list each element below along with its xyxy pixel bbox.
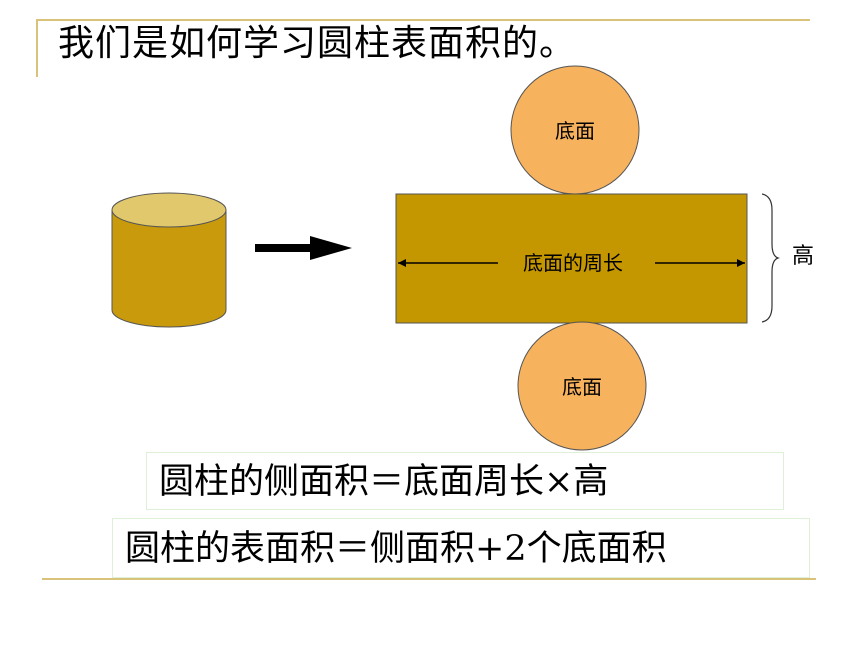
circumference-label: 底面的周长 <box>523 251 623 275</box>
footer-divider <box>42 578 816 580</box>
circumference-right-arrowhead <box>737 259 745 267</box>
arrow-right-icon <box>255 236 352 260</box>
title-underline <box>36 19 810 21</box>
lateral-area-formula: 圆柱的侧面积＝底面周长×高 <box>146 452 784 510</box>
bottom-base-label: 底面 <box>562 375 602 399</box>
height-label: 高 <box>792 244 814 269</box>
lateral-rectangle: 底面的周长 <box>395 193 748 324</box>
height-brace: 高 <box>761 193 814 323</box>
circumference-left-arrowhead <box>398 259 406 267</box>
surface-area-formula: 圆柱的表面积＝侧面积+2个底面积 <box>112 518 810 578</box>
top-base-label: 底面 <box>555 119 595 143</box>
page-title: 我们是如何学习圆柱表面积的。 <box>58 23 577 64</box>
bottom-base-circle: 底面 <box>517 321 647 451</box>
top-base-circle: 底面 <box>510 65 640 195</box>
cylinder-shape <box>111 192 227 328</box>
title-left-rule <box>36 19 38 77</box>
